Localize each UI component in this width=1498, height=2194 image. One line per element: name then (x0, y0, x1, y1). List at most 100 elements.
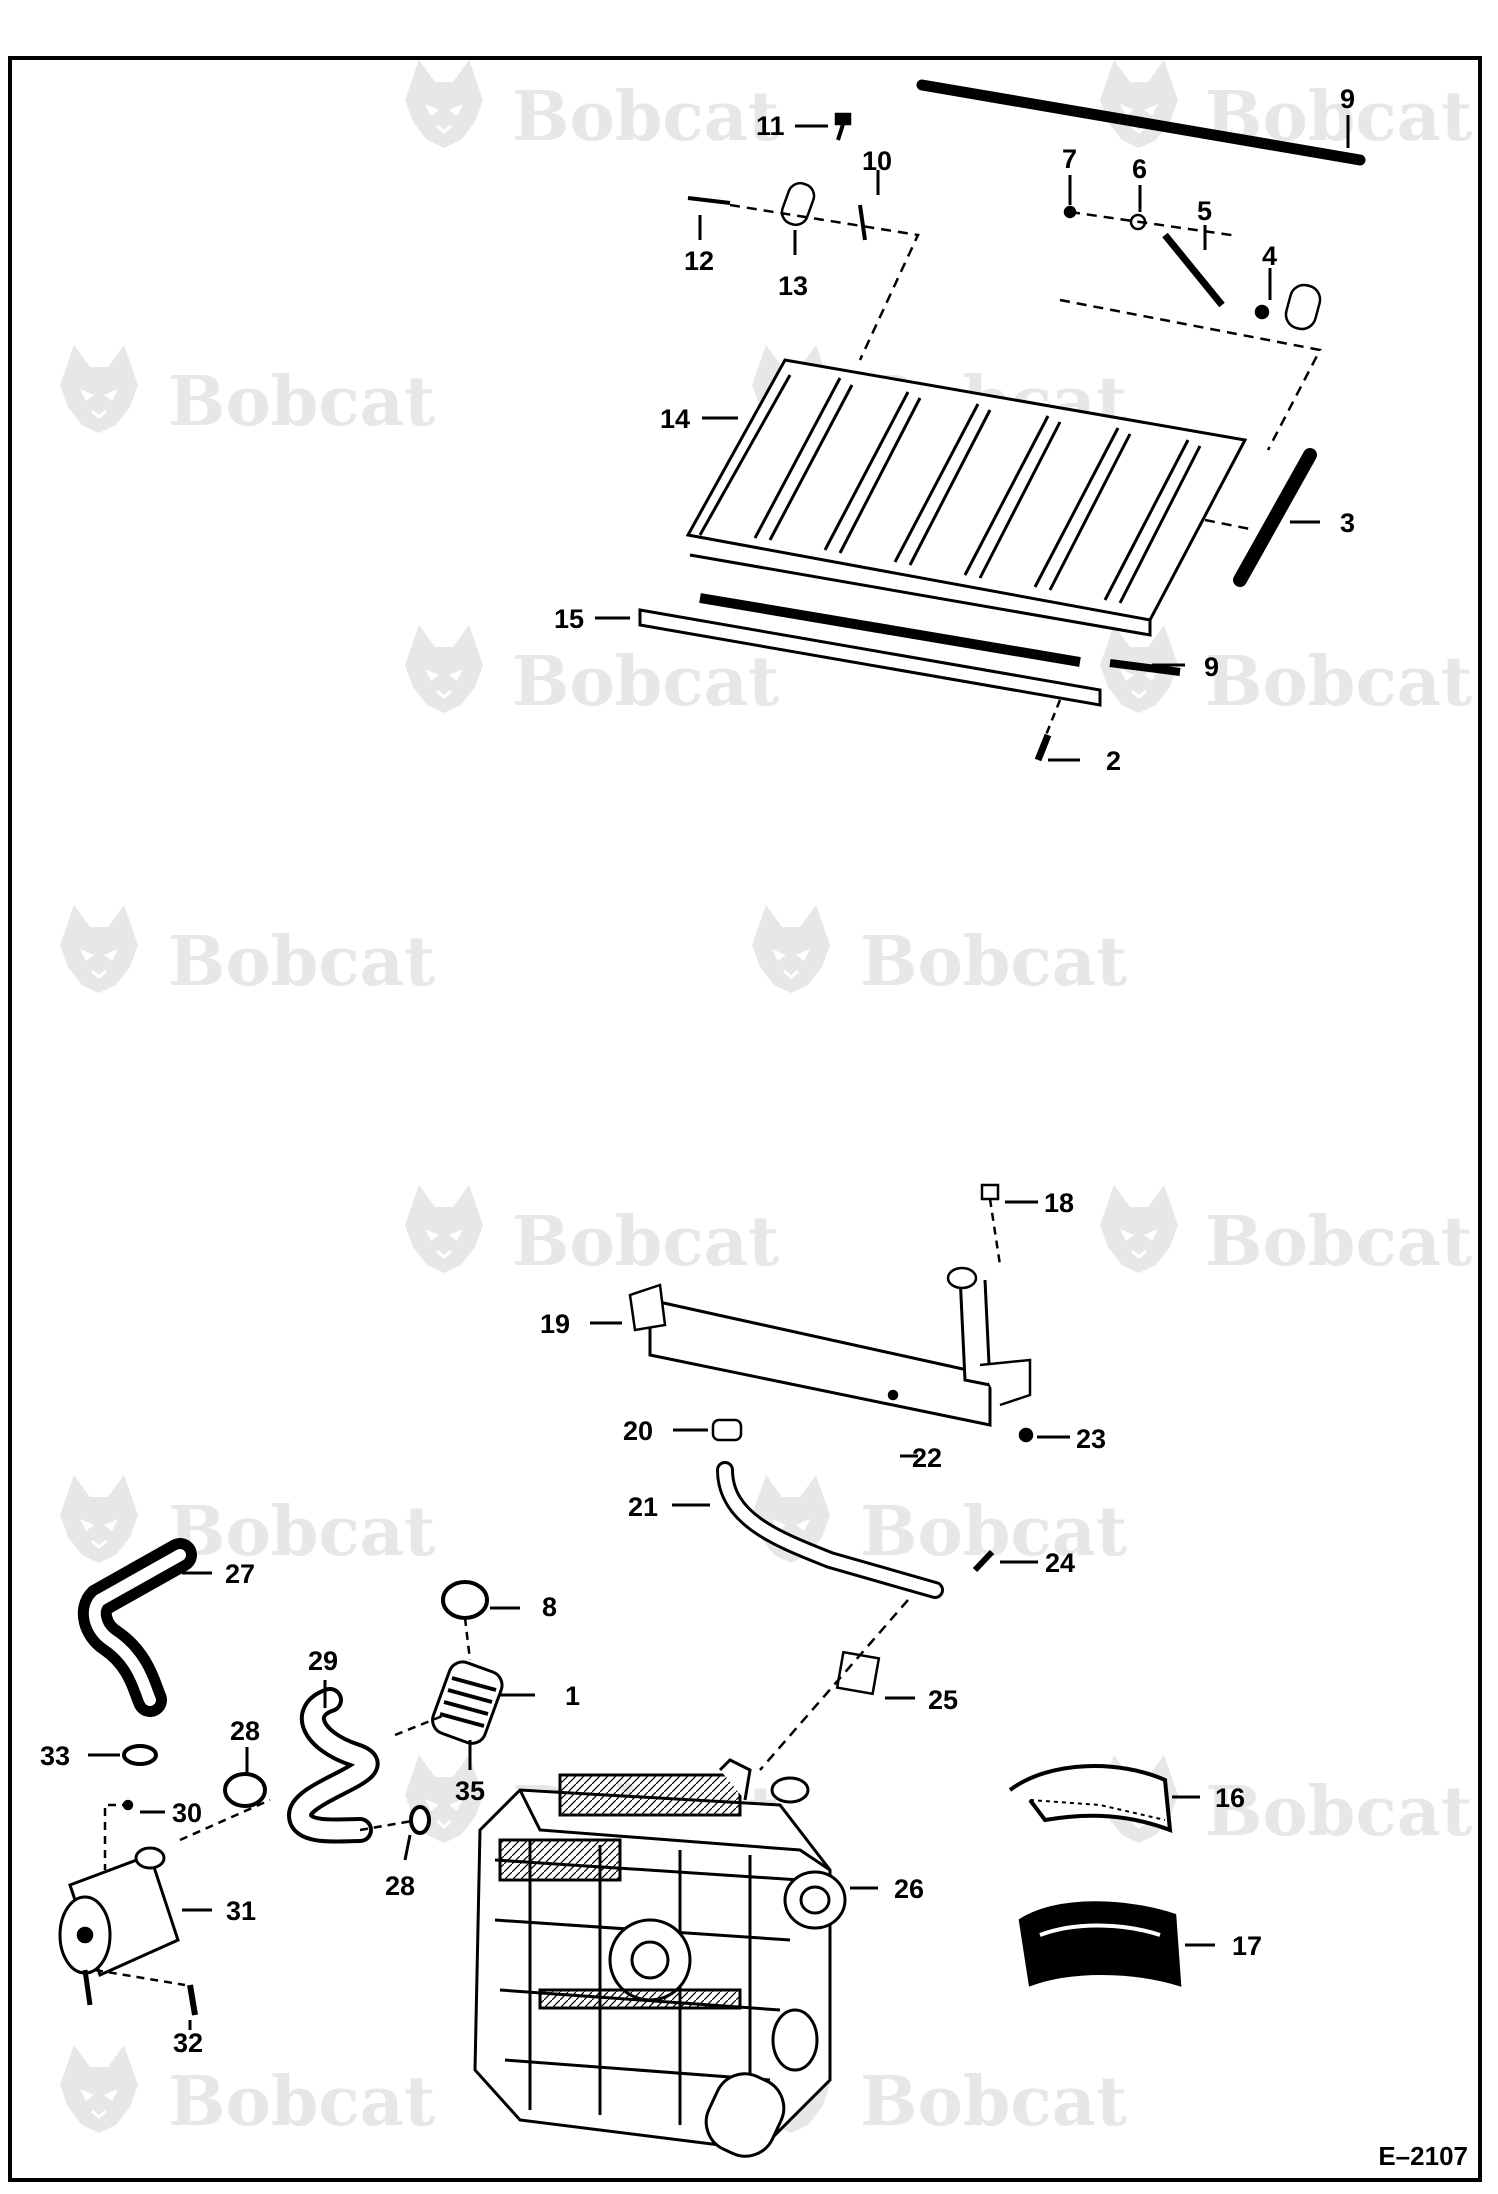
callout-35: 35 (455, 1776, 485, 1806)
bobcat-logo-icon (403, 58, 485, 150)
belt-17-highlight (1039, 1923, 1161, 1937)
watermark-text: Bobcat (512, 642, 780, 722)
callout-9-top: 9 (1340, 84, 1355, 114)
watermark: Bobcat ® (58, 2043, 436, 2142)
tank-pipe-opening (946, 1266, 978, 1290)
watermark-text: Bobcat (1205, 642, 1473, 722)
lower-assembly (58, 1183, 1182, 2158)
callout-labels: 11 10 12 13 7 6 5 4 9 14 3 15 9 2 18 19 … (40, 84, 1355, 2058)
tank-19 (648, 1298, 992, 1427)
gasket-16 (1008, 1764, 1173, 1834)
assembly-line (759, 1599, 909, 1771)
watermark-mark: ® (1425, 1822, 1436, 1838)
callout-20: 20 (623, 1416, 653, 1446)
diagram-border (8, 56, 1482, 2182)
upper-assembly (638, 79, 1366, 762)
nut-23 (1018, 1427, 1034, 1443)
callout-16: 16 (1215, 1783, 1245, 1813)
watermark-text: Bobcat (860, 922, 1128, 1002)
callout-23: 23 (1076, 1424, 1106, 1454)
watermark-text: Bobcat (512, 77, 780, 157)
callout-15: 15 (554, 604, 584, 634)
callout-8: 8 (542, 1592, 557, 1622)
watermark: Bobcat ® (403, 1183, 780, 1282)
rod-5 (1162, 232, 1225, 308)
hose-clamp-28b (409, 1805, 431, 1835)
assembly-line (1204, 518, 1256, 532)
callout-22: 22 (912, 1443, 942, 1473)
bobcat-logo-icon (58, 2043, 140, 2135)
assembly-line (1059, 210, 1322, 451)
tank-pipe (958, 1274, 992, 1387)
nut-4 (1254, 304, 1270, 320)
seal-strip-top (916, 79, 1366, 166)
watermark: Bobcat ® (58, 343, 436, 442)
watermark: Bobcat ® (58, 1473, 436, 1572)
callout-3: 3 (1340, 508, 1355, 538)
callout-19: 19 (540, 1309, 570, 1339)
callout-31: 31 (226, 1896, 256, 1926)
watermark-mark: ® (732, 1252, 743, 1268)
watermark-text: Bobcat (860, 1492, 1128, 1572)
watermark: Bobcat ® (750, 903, 1128, 1002)
watermark-text: Bobcat (168, 922, 436, 1002)
callout-1: 1 (565, 1681, 580, 1711)
watermark-mark: ® (1080, 2112, 1091, 2128)
bobcat-logo-icon (403, 623, 485, 715)
clip-10 (858, 204, 867, 241)
fuel-filter-31 (58, 1846, 180, 2006)
callout-leaders (88, 115, 1350, 2030)
callout-28-top: 28 (230, 1716, 260, 1746)
bolt-head-11 (834, 112, 852, 126)
belt-17 (1018, 1901, 1182, 1987)
bobcat-logo-icon (750, 903, 832, 995)
callout-4: 4 (1262, 241, 1277, 271)
bellows-hose-1 (431, 1660, 504, 1745)
watermark-mark: ® (1425, 127, 1436, 143)
callout-29: 29 (308, 1646, 338, 1676)
washer-33 (122, 1744, 158, 1766)
watermark-text: Bobcat (512, 1202, 780, 1282)
callout-13: 13 (778, 271, 808, 301)
bobcat-logo-icon (1098, 58, 1180, 150)
watermark-layer: Bobcat ® Bobcat ® Bobcat ® Bobcat ® Bobc… (58, 58, 1473, 2142)
assembly-line (988, 1198, 1002, 1266)
callout-27: 27 (225, 1559, 255, 1589)
seal-3 (1233, 448, 1317, 587)
grille-slats (753, 377, 1202, 604)
callout-2: 2 (1106, 746, 1121, 776)
callout-10: 10 (862, 146, 892, 176)
callout-14: 14 (660, 404, 690, 434)
bottom-strip-15 (638, 608, 1102, 707)
watermark: Bobcat ® (58, 903, 436, 1002)
bushing-13 (780, 181, 816, 227)
callout-7: 7 (1062, 144, 1077, 174)
bobcat-logo-icon (58, 903, 140, 995)
assembly-line (359, 1713, 446, 1832)
watermark: Bobcat ® (1098, 1183, 1473, 1282)
callout-9-bottom: 9 (1204, 652, 1219, 682)
watermark: Bobcat ® (750, 1473, 1128, 1572)
engine-26 (473, 1758, 847, 2158)
callout-33: 33 (40, 1741, 70, 1771)
watermark: Bobcat ® (1098, 1753, 1473, 1852)
callout-5: 5 (1197, 196, 1212, 226)
callout-28-bottom: 28 (385, 1871, 415, 1901)
grille-frame-edge (689, 374, 1152, 637)
hose-clamp-8 (441, 1580, 489, 1620)
watermark-mark: ® (1425, 692, 1436, 708)
callout-30: 30 (172, 1798, 202, 1828)
watermark-mark: ® (732, 127, 743, 143)
assembly-line (463, 1617, 472, 1661)
tank-mount-right (979, 1358, 1032, 1407)
watermark-text: Bobcat (168, 1492, 436, 1572)
watermark-text: Bobcat (1205, 1202, 1473, 1282)
watermark: Bobcat ® (403, 58, 780, 157)
watermark-mark: ® (388, 1542, 399, 1558)
bolt-head-18 (980, 1183, 1000, 1201)
watermark-text: Bobcat (168, 2062, 436, 2142)
bobcat-logo-icon (58, 343, 140, 435)
watermark-mark: ® (388, 2112, 399, 2128)
watermark: Bobcat ® (403, 623, 780, 722)
callout-21: 21 (628, 1492, 658, 1522)
